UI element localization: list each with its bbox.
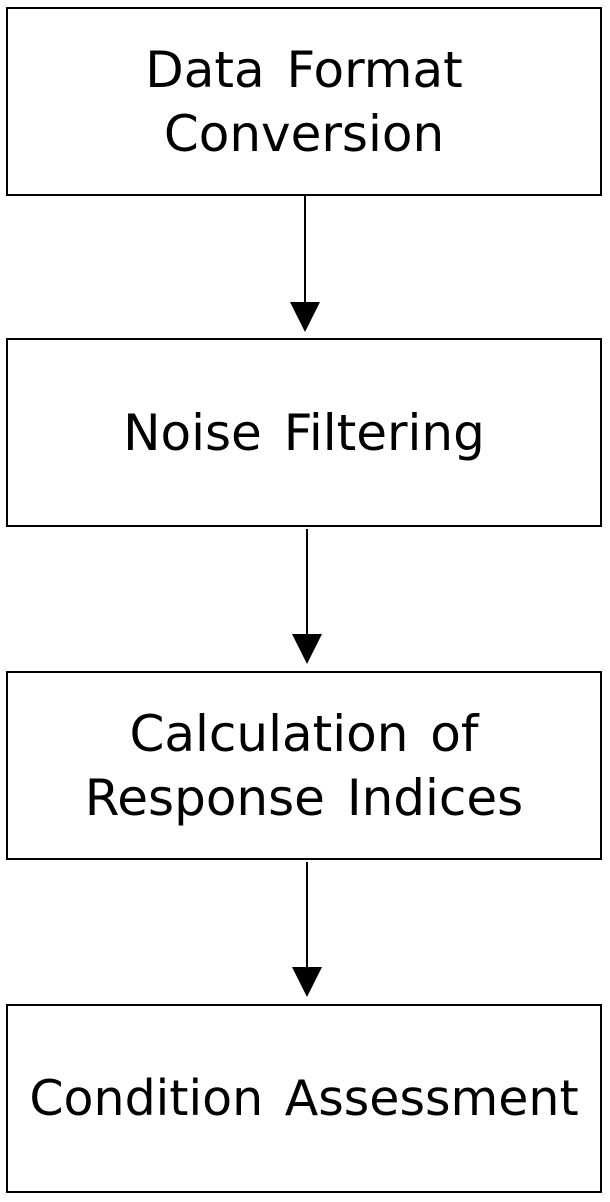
arrow-3-to-4 — [292, 862, 322, 997]
step-box-noise-filtering: Noise Filtering — [6, 338, 602, 527]
step-box-condition-assessment: Condition Assessment — [6, 1004, 602, 1193]
step-label: Calculation of Response Indices — [84, 704, 524, 827]
step-box-calculation-of-response-indices: Calculation of Response Indices — [6, 671, 602, 860]
step-box-data-format-conversion: Data Format Conversion — [6, 7, 602, 196]
arrow-2-to-3 — [292, 529, 322, 664]
step-label: Data Format Conversion — [145, 40, 463, 163]
step-label: Condition Assessment — [29, 1069, 579, 1127]
step-label: Noise Filtering — [123, 403, 485, 462]
arrow-1-to-2 — [290, 196, 320, 332]
